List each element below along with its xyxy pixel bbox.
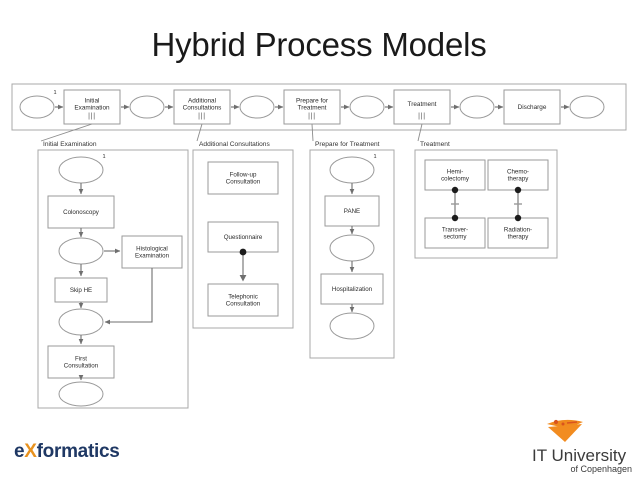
top-flow-place-2 [129, 95, 165, 119]
place-end [58, 381, 104, 407]
constraint-chemotherapy-radiationtherapy-dot-bottom [514, 214, 522, 222]
activity-questionnaire-label: Questionnaire [224, 234, 263, 241]
panel-border-1 [192, 149, 294, 329]
top-flow-transition-label-9: Discharge [518, 104, 547, 111]
activity-chemotherapy-label: Chemo-therapy [507, 168, 529, 182]
top-flow-place-10 [569, 95, 605, 119]
leader-line-3 [417, 123, 423, 142]
top-flow-submodel-marker-3: ||| [198, 113, 206, 120]
top-flow-submodel-marker-5: ||| [308, 113, 316, 120]
activity-transversectomy [424, 217, 486, 249]
top-flow-submodel-marker-7: ||| [418, 113, 426, 120]
constraint-hemicolectomy-transversectomy-dot-top [451, 186, 459, 194]
leader-line-0 [40, 123, 93, 142]
transition-colonoscopy [47, 195, 115, 229]
itu-logo-line2: of Copenhagen [570, 464, 632, 474]
top-flow-transition-1 [63, 89, 121, 125]
activity-hemicolectomy-label: Hemi-colectomy [441, 168, 470, 182]
place-after-pane [329, 234, 375, 262]
panel-treatment: Hemi-colectomy Chemo-therapyTransver-sect… [414, 149, 558, 259]
activity-follow-up-consultation [207, 161, 279, 195]
top-flow-place-0 [19, 95, 55, 119]
top-flow-submodel-marker-1: ||| [88, 113, 96, 120]
activity-questionnaire [207, 221, 279, 253]
panel-border-2 [309, 149, 395, 359]
transition-histological-examination [121, 235, 183, 269]
exformatics-logo-post: formatics [36, 441, 120, 462]
transition-pane-label: PANE [344, 208, 360, 215]
top-flow-transition-label-7: Treatment [408, 101, 437, 108]
place-merge [58, 308, 104, 336]
place-start [58, 156, 104, 184]
activity-radiationtherapy-label: Radiation-therapy [504, 226, 532, 240]
place-after-colonoscopy [58, 237, 104, 265]
place-start [329, 156, 375, 184]
activity-transversectomy-label: Transver-sectomy [442, 226, 468, 240]
itu-swoosh-icon [547, 419, 583, 442]
itu-logo-line1: IT University [532, 446, 627, 465]
constraint-hemicolectomy-transversectomy-dot-bottom [451, 214, 459, 222]
panel-caption-1: Additional Consultations [199, 141, 270, 148]
top-flow-transition-5 [283, 89, 341, 125]
top-flow-place-4 [239, 95, 275, 119]
transition-skip-he [54, 277, 108, 303]
top-flow-place-8 [459, 95, 495, 119]
top-flow-border [11, 83, 627, 131]
constraint-response-arrowhead [239, 275, 247, 282]
top-flow-transition-3 [173, 89, 231, 125]
constraint-chemotherapy-radiationtherapy-dot-top [514, 186, 522, 194]
itu-logo: IT University of Copenhagen [532, 447, 636, 474]
exformatics-logo-x: X [24, 441, 37, 462]
top-flow-initial-token: 1 [53, 90, 56, 96]
exformatics-logo: eXformatics [14, 441, 120, 463]
panel-caption-0: Initial Examination [43, 141, 97, 148]
transition-skip-he-label: Skip HE [70, 287, 92, 294]
exformatics-logo-pre: e [14, 441, 25, 462]
panel-border-0 [37, 149, 189, 409]
top-flow-transition-9 [503, 89, 561, 125]
page-title: Hybrid Process Models [151, 26, 487, 63]
top-flow-place-6 [349, 95, 385, 119]
initial-token: 1 [373, 154, 376, 160]
arc-histological-to-merge [104, 268, 153, 325]
activity-telephonic-consultation [207, 283, 279, 317]
constraint-response-dot [239, 248, 247, 256]
transition-colonoscopy-label: Colonoscopy [63, 209, 100, 216]
place-end [329, 312, 375, 340]
transition-pane [324, 195, 380, 227]
transition-hospitalization-label: Hospitalization [332, 286, 373, 293]
transition-hospitalization [320, 273, 384, 305]
panel-caption-2: Prepare for Treatment [315, 141, 380, 148]
leader-line-1 [196, 123, 203, 142]
activity-chemotherapy [487, 159, 549, 191]
activity-hemicolectomy [424, 159, 486, 191]
leader-line-2 [311, 123, 314, 142]
panel-caption-3: Treatment [420, 141, 450, 148]
panel-border-3 [414, 149, 558, 259]
initial-token: 1 [102, 154, 105, 160]
activity-radiationtherapy [487, 217, 549, 249]
panel-leader-lines: Initial Examination Additional Consultati… [40, 123, 450, 148]
